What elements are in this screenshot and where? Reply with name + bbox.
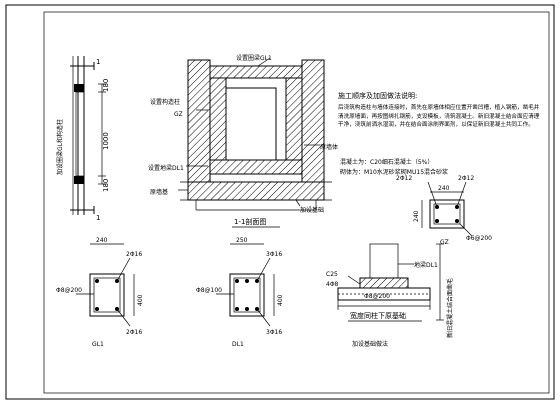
top-beam-label: 设置圈梁GL1	[236, 54, 272, 62]
dl-name: DL1	[232, 341, 244, 348]
col-label: 设置构造柱	[150, 98, 180, 106]
foundation-detail	[337, 243, 444, 321]
gl-top: 2Φ16	[126, 251, 142, 258]
notes-title: 施工顺序及加固做法说明:	[338, 91, 417, 100]
fd-caption: 宽度同柱下原基础	[350, 311, 406, 320]
dl-bot: 3Φ16	[266, 329, 282, 336]
dl-detail	[216, 243, 275, 327]
dl-stirrup: Φ8@100	[196, 287, 222, 294]
section-1-1	[178, 57, 332, 211]
notes-body: 后浇筑构造柱与墙体连接时，首先在原墙体相应位置开凿凹槽，植入钢筋，凿毛并清洗原墙…	[338, 105, 540, 129]
concrete-note: 混凝土为：C20细石混凝土（5%）	[340, 158, 433, 166]
existing-wall-label: 原墙体	[320, 143, 338, 151]
gz-height: 240	[413, 210, 420, 222]
section-mark-bottom: 1	[96, 214, 100, 222]
fd-tie: 4Φ8	[326, 281, 339, 288]
notes-body-box: 后浇筑构造柱与墙体连接时，首先在原墙体相应位置开凿凹槽，植入钢筋，凿毛并清洗原墙…	[338, 105, 540, 129]
dim-1000: 1000	[102, 132, 110, 150]
gl-detail	[76, 243, 135, 327]
fd-name: 加设基础做法	[352, 340, 388, 348]
gz-name: GZ	[440, 239, 449, 246]
gl-stirrup: Φ8@200	[56, 287, 82, 294]
section-mark-top: 1	[96, 58, 100, 66]
fd-rebar: Φ8@200	[364, 293, 390, 300]
col-code: GZ	[174, 111, 183, 118]
fd-side-note: 新旧混凝土结合面凿毛	[446, 278, 454, 338]
dl-top: 3Φ16	[266, 251, 282, 258]
inner-border	[43, 11, 550, 394]
elevation-caption: 加设圈梁GL和构造柱	[56, 119, 64, 175]
gz-bot: 2Φ12	[458, 175, 474, 182]
sheet-border	[5, 4, 555, 400]
fd-beam: 地梁DL1	[414, 261, 438, 269]
gz-top: 2Φ12	[396, 175, 412, 182]
column-elevation	[70, 56, 106, 215]
existing-label: 原墙基	[150, 188, 168, 196]
foundation-label: 加设基础	[300, 206, 324, 214]
gl-width: 240	[96, 237, 108, 244]
gz-width: 240	[438, 185, 450, 192]
dl-width: 250	[236, 237, 248, 244]
gz-detail	[421, 181, 473, 237]
new-beam-label: 设置地梁DL1	[148, 164, 184, 172]
gl-bot: 2Φ16	[126, 329, 142, 336]
section-title: 1-1剖面图	[234, 217, 266, 226]
masonry-note: 砌体为：M10水泥砂浆砌MU15混合砂浆	[340, 168, 448, 176]
fd-grade: C25	[326, 271, 338, 278]
gz-stirrup: Φ6@200	[466, 235, 492, 242]
dim-180-bottom: 180	[102, 179, 110, 192]
gl-height: 400	[137, 294, 144, 306]
gl-name: GL1	[92, 341, 104, 348]
dim-180-top: 180	[102, 79, 110, 92]
dl-height: 400	[277, 294, 284, 306]
